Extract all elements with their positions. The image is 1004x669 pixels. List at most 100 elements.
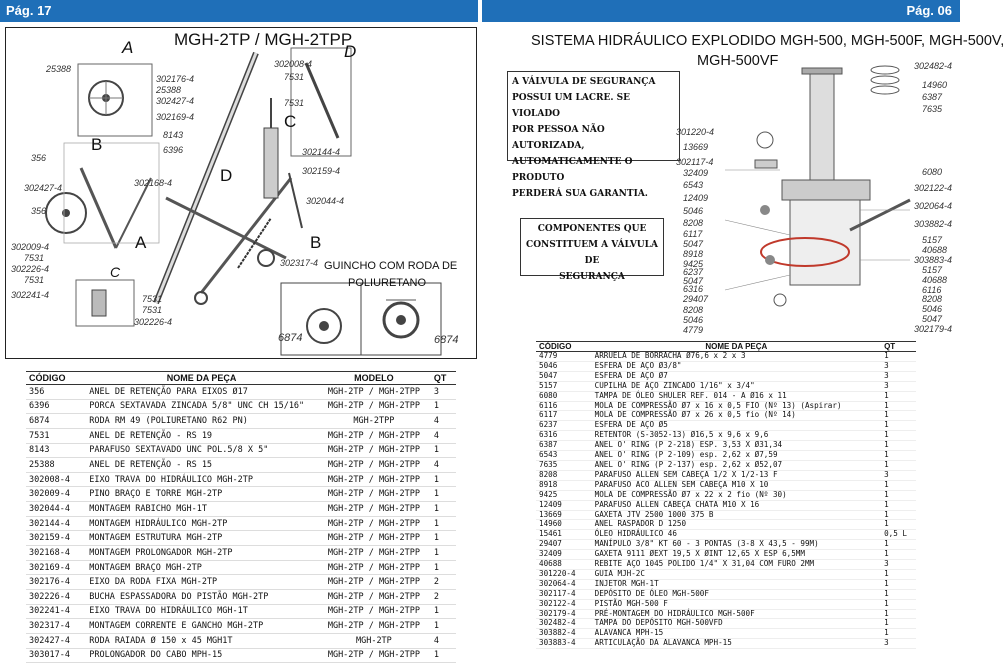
cell-code: 6874 <box>26 413 87 429</box>
components-line: SEGURANÇA <box>559 272 625 282</box>
cell-code: 7531 <box>26 428 87 444</box>
cell-name: PARAFUSO SEXTAVADO UNC POL.5/8 X 5" <box>86 443 317 459</box>
cell-model: MGH-2TP / MGH-2TPP <box>316 589 431 605</box>
cell-code: 302008-4 <box>26 472 87 488</box>
cell-name: ALAVANCA MPH-15 <box>591 628 882 640</box>
cell-name: MANÍPULO 3/8" KT 60 - 3 PONTAS (3-8 X 43… <box>591 539 882 551</box>
cell-qty: 1 <box>881 430 916 442</box>
right-page-header: Pág. 06 <box>482 0 960 22</box>
letter-a-mid: A <box>135 233 147 252</box>
cell-qty: 1 <box>430 604 456 620</box>
part-label: 5157 <box>922 265 943 275</box>
cell-code: 303017-4 <box>26 648 87 664</box>
cell-model: MGH-2TP / MGH-2TPP <box>316 618 431 634</box>
letter-d-mid: D <box>220 166 233 185</box>
cell-model: MGH-2TP / MGH-2TPP <box>316 648 431 664</box>
cell-name: RODA RAIADA Ø 150 x 45 MGH1T <box>86 633 317 649</box>
cell-model: MGH-2TP / MGH-2TPP <box>316 472 431 488</box>
cell-code: 6237 <box>536 420 592 432</box>
cell-model: MGH-2TP / MGH-2TPP <box>316 604 431 620</box>
cell-qty: 1 <box>881 490 916 501</box>
part-label: 25388 <box>46 64 72 74</box>
cell-qty: 1 <box>881 549 916 561</box>
cell-qty: 1 <box>881 628 916 640</box>
part-label: 302427-4 <box>156 96 195 106</box>
cell-name: RODA RM 49 (POLIURETANO R62 PN) <box>86 413 317 429</box>
cell-qty: 2 <box>430 574 456 590</box>
cell-name: ANEL RASPADOR D 1250 <box>591 519 882 531</box>
cell-name: PORCA SEXTAVADA ZINCADA 5/8" UNC CH 15/1… <box>86 399 317 415</box>
cell-code: 6116 <box>536 401 592 412</box>
cell-name: ESFERA DE AÇO Ø7 <box>591 371 882 382</box>
part-label: 5047 <box>683 239 704 249</box>
components-line: COMPONENTES QUE <box>537 224 647 234</box>
cell-code: 356 <box>26 384 87 400</box>
jack-exploded-diagram <box>45 47 442 356</box>
cell-name: EIXO TRAVA DO HIDRÁULICO MGH-1T <box>86 604 317 620</box>
cell-model: MGH-2TP / MGH-2TPP <box>316 443 431 459</box>
cell-code: 8208 <box>536 470 592 481</box>
diagram-title: MGH-2TP / MGH-2TPP <box>174 30 353 49</box>
cell-model: MGH-2TP / MGH-2TPP <box>316 530 431 547</box>
part-label: 302241-4 <box>11 290 50 300</box>
cell-qty: 4 <box>430 428 456 444</box>
components-box: COMPONENTES QUE CONSTITUEM A VÁLVULA DE … <box>520 218 664 282</box>
cell-model: MGH-2TP / MGH-2TPP <box>316 457 431 473</box>
part-label: 12409 <box>683 193 709 203</box>
cell-qty: 1 <box>881 440 916 452</box>
cell-code: 4779 <box>536 351 592 362</box>
cell-code: 302427-4 <box>26 633 87 649</box>
cell-code: 302117-4 <box>536 589 592 600</box>
part-label: 9425 <box>683 259 704 269</box>
cell-qty: 1 <box>881 401 916 412</box>
col-header-code: CÓDIGO <box>26 371 87 385</box>
col-header-name: NOME DA PEÇA <box>86 371 317 385</box>
cell-model: MGH-2TP / MGH-2TPP <box>316 428 431 444</box>
cell-qty: 1 <box>430 472 456 488</box>
cell-name: RETENTOR (S-3052-13) Ø16,5 x 9,6 x 9,6 <box>591 430 882 442</box>
part-label: 356 <box>31 206 47 216</box>
part-label: 302117-4 <box>676 157 714 167</box>
cell-qty: 1 <box>881 539 916 551</box>
warning-line: POSSUI UM LACRE. SE VIOLADO <box>512 93 630 119</box>
cell-qty: 1 <box>881 510 916 521</box>
cell-model: MGH-2TP / MGH-2TPP <box>316 486 431 503</box>
cell-qty: 1 <box>881 480 916 491</box>
part-label: 5046 <box>922 304 943 314</box>
cell-qty: 1 <box>430 560 456 576</box>
cell-name: ANEL O' RING (P 2-109) esp. 2,62 x Ø7,59 <box>591 450 882 461</box>
cell-name: BUCHA ESPASSADORA DO PISTÃO MGH-2TP <box>86 589 317 605</box>
part-label: 8208 <box>683 305 704 315</box>
part-label: 303882-4 <box>914 219 953 229</box>
cell-qty: 1 <box>430 516 456 532</box>
cell-name: MOLA DE COMPRESSÃO Ø7 x 26 x 0,5 fio (Nº… <box>591 411 882 422</box>
part-label: 302169-4 <box>156 112 195 122</box>
part-label: 302176-4 <box>156 74 195 84</box>
part-label: 356 <box>31 153 47 163</box>
cell-code: 302064-4 <box>536 579 592 590</box>
cell-code: 302168-4 <box>26 545 87 561</box>
part-label: 6543 <box>683 180 704 190</box>
part-label: 5157 <box>922 235 943 245</box>
part-label: 302317-4 <box>280 258 319 268</box>
letter-b-mid: B <box>310 233 322 252</box>
part-label: 8143 <box>163 130 184 140</box>
cell-name: TAMPA DE ÓLEO SHULER REF. 014 - A Ø16 x … <box>591 391 882 402</box>
letter-b: B <box>91 135 103 154</box>
cell-qty: 4 <box>430 633 456 649</box>
col-header-qty: QT <box>881 341 916 352</box>
cell-name: ARRUELA DE BORRACHA Ø76,6 x 2 x 3 <box>591 351 882 362</box>
cell-code: 302044-4 <box>26 501 87 517</box>
cell-model: MGH-2TP / MGH-2TPP <box>316 399 431 415</box>
right-title-line2: MGH-500VF <box>697 53 779 69</box>
